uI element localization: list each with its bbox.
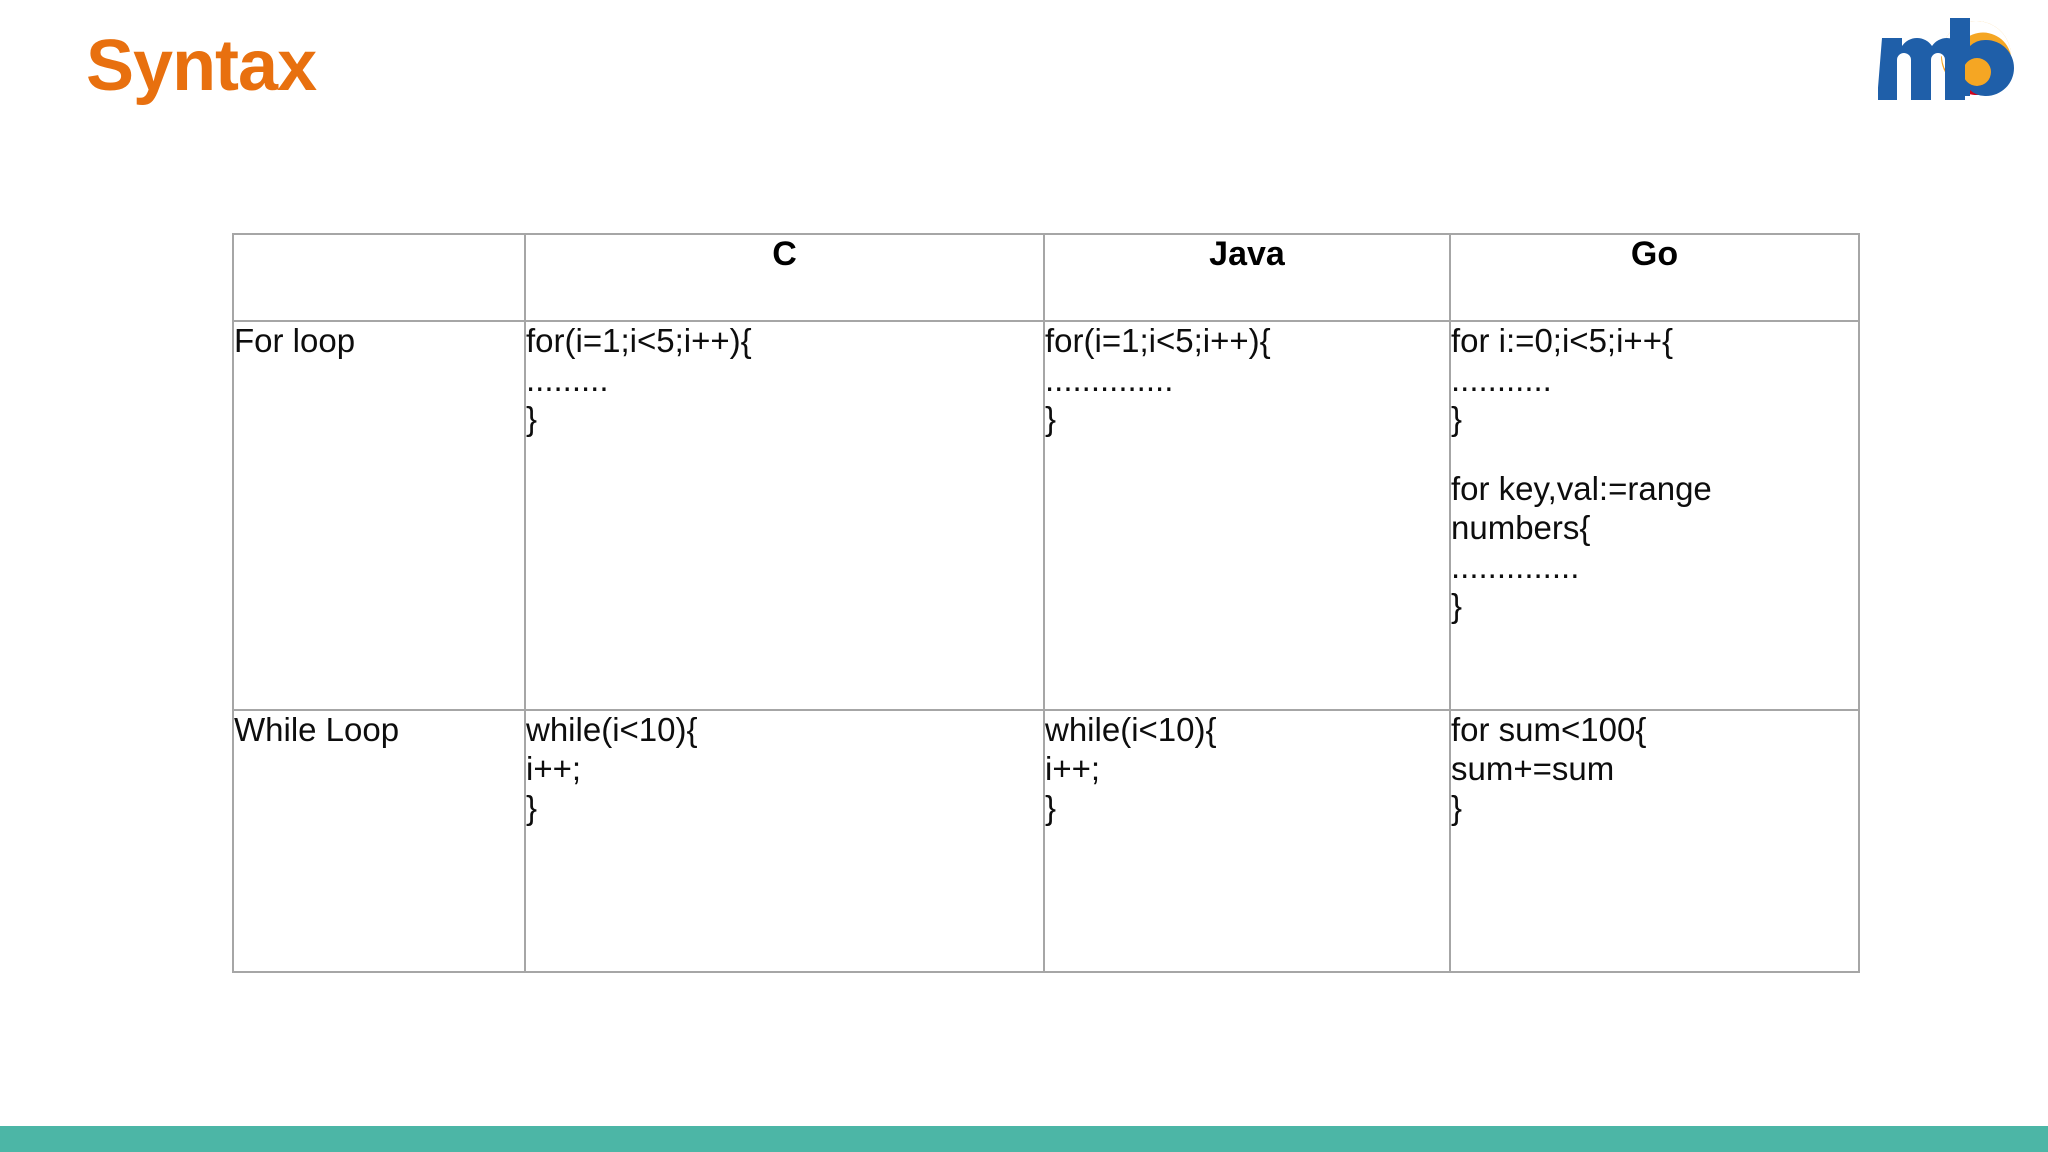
- code-line: }: [1045, 399, 1057, 437]
- header-cell-java: Java: [1043, 233, 1451, 322]
- code-line: sum+=sum: [1451, 749, 1615, 787]
- code-line: }: [1451, 586, 1463, 624]
- code-blank-line: [1451, 439, 1858, 470]
- code-line: }: [526, 788, 538, 826]
- code-line: while(i<10){: [526, 711, 698, 748]
- header-cell-c: C: [524, 233, 1045, 322]
- code-line: i++;: [1045, 749, 1101, 787]
- code-line: ...........: [1451, 360, 1552, 398]
- table-row-while-loop: While Loop while(i<10){i++;} while(i<10)…: [232, 709, 1860, 973]
- code-line: while(i<10){: [1045, 711, 1217, 748]
- code-line: }: [1045, 788, 1057, 826]
- header-cell-go: Go: [1449, 233, 1860, 322]
- cell-for-loop-c: for(i=1;i<5;i++){.........}: [524, 320, 1045, 711]
- cell-while-loop-java: while(i<10){i++;}: [1043, 709, 1451, 973]
- cell-for-loop-go: for i:=0;i<5;i++{...........} for key,val…: [1449, 320, 1860, 711]
- syntax-comparison-table: C Java Go For loop for(i=1;i<5;i++){....…: [232, 233, 1860, 973]
- code-line: .........: [526, 360, 609, 398]
- code-line: i++;: [526, 749, 582, 787]
- code-line: }: [526, 399, 538, 437]
- code-line: for(i=1;i<5;i++){: [526, 322, 752, 359]
- table-row-for-loop: For loop for(i=1;i<5;i++){.........} for…: [232, 320, 1860, 711]
- table-header-row: C Java Go: [232, 233, 1860, 322]
- logo-letters-mb: [1877, 18, 2014, 100]
- mb-logo: [1877, 8, 2028, 128]
- code-line: for(i=1;i<5;i++){: [1045, 322, 1271, 359]
- code-line: for sum<100{: [1451, 711, 1647, 748]
- code-line: for i:=0;i<5;i++{: [1451, 322, 1673, 359]
- code-line: for key,val:=range numbers{: [1451, 470, 1721, 547]
- code-line: }: [1451, 399, 1463, 437]
- code-line: ..............: [1045, 360, 1174, 398]
- code-line: }: [1451, 788, 1463, 826]
- cell-while-loop-c: while(i<10){i++;}: [524, 709, 1045, 973]
- row-label-while-loop: While Loop: [232, 709, 526, 973]
- code-line: ..............: [1451, 548, 1580, 586]
- page-title: Syntax: [86, 26, 317, 106]
- header-cell-blank: [232, 233, 526, 322]
- row-label-for-loop: For loop: [232, 320, 526, 711]
- cell-while-loop-go: for sum<100{sum+=sum}: [1449, 709, 1860, 973]
- cell-for-loop-java: for(i=1;i<5;i++){..............}: [1043, 320, 1451, 711]
- footer-accent-bar: [0, 1126, 2048, 1152]
